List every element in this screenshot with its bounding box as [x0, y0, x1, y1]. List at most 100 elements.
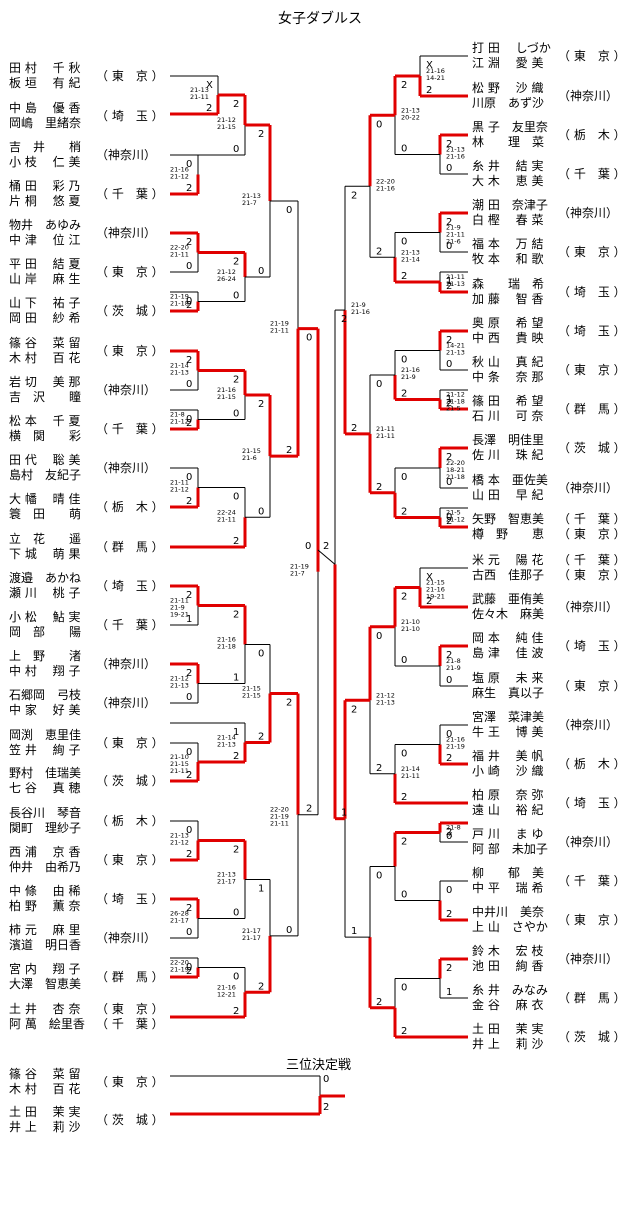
- player-name: 井 上 莉 沙: [9, 1120, 81, 1134]
- player-name: 木 村 百 花: [9, 1082, 81, 1096]
- prefecture: （神奈川）: [558, 600, 619, 614]
- player-name: 奥 原 希 望: [472, 316, 544, 330]
- player-name: 岡 本 純 佳: [472, 631, 544, 645]
- player-name: 金 谷 麻 衣: [472, 998, 544, 1012]
- score-label: 21-19: [170, 293, 189, 301]
- score-label: 22-20: [270, 806, 289, 814]
- player-name: 中井川 美奈: [472, 905, 545, 919]
- player-name: 福 井 美 帆: [472, 749, 544, 763]
- player-name: 福 本 万 結: [472, 237, 544, 251]
- score-label: 21-18: [446, 398, 465, 406]
- player-name: 中 條 由 稀: [9, 884, 81, 898]
- result-mark: 1: [446, 394, 452, 405]
- prefecture: （ 茨 城 ）: [558, 1030, 626, 1044]
- result-mark: 2: [186, 183, 192, 194]
- result-mark: 0: [306, 333, 312, 344]
- prefecture: （ 千 葉 ）: [558, 167, 626, 181]
- player-name: 田 村 千 秋: [9, 61, 81, 75]
- score-label: 21-13: [170, 682, 189, 690]
- result-mark: 2: [446, 909, 452, 920]
- player-name: 阿 萬 絵里香: [9, 1017, 85, 1031]
- result-mark: 0: [186, 159, 192, 170]
- player-name: 上 野 渚: [9, 649, 82, 663]
- player-name: 石 川 可 奈: [472, 409, 544, 423]
- result-mark: 2: [233, 375, 239, 386]
- player-name: 関町 理紗子: [9, 821, 82, 835]
- score-label: 21-12: [170, 173, 189, 181]
- player-name: 下 城 萌 果: [9, 547, 81, 561]
- score-label: 21-11: [170, 479, 189, 487]
- result-mark: 2: [258, 981, 264, 992]
- score-label: 21-12: [170, 675, 189, 683]
- prefecture: （ 東 京 ）: [558, 568, 626, 582]
- score-label: 12-21: [217, 990, 236, 998]
- player-name: 中 家 好 美: [9, 703, 81, 717]
- score-label: 21-11: [446, 273, 465, 281]
- player-name: 物井 あゆみ: [9, 218, 82, 232]
- score-label: 21-16: [170, 166, 189, 174]
- result-mark: 2: [186, 496, 192, 507]
- player-name: 篠 田 希 望: [472, 394, 544, 408]
- result-mark: 2: [186, 668, 192, 679]
- prefecture: （神奈川）: [96, 461, 157, 475]
- player-name: 黒 子 友里奈: [472, 120, 548, 134]
- score-label: 21-18: [170, 300, 189, 308]
- player-name: 麻生 真以子: [472, 686, 545, 700]
- player-name: 塩 原 未 来: [472, 671, 544, 685]
- score-label: 21-12: [170, 486, 189, 494]
- player-name: 橋 本 亜佐美: [472, 473, 548, 487]
- result-mark: 2: [186, 770, 192, 781]
- prefecture: （ 栃 木 ）: [96, 500, 164, 514]
- result-mark: 2: [323, 541, 329, 552]
- player-name: 井 上 莉 沙: [472, 1037, 544, 1051]
- player-name: 上 山 さやか: [472, 920, 548, 934]
- result-mark: 0: [446, 477, 452, 488]
- prefecture: （ 群 馬 ）: [96, 970, 164, 984]
- player-name: 松 本 千 夏: [9, 414, 81, 428]
- score-label: 21-8: [170, 411, 185, 419]
- result-mark: 1: [341, 808, 347, 819]
- result-mark: 0: [401, 472, 407, 483]
- result-mark: 2: [351, 190, 357, 201]
- player-name: 土 井 杏 奈: [9, 1002, 81, 1016]
- score-label: 21-12: [217, 116, 236, 124]
- player-name: 米 元 陽 花: [472, 553, 544, 567]
- score-label: 21-17: [242, 927, 261, 935]
- prefecture: （神奈川）: [558, 835, 619, 849]
- page-title: 女子ダブルス: [278, 11, 362, 27]
- result-mark: 0: [186, 962, 192, 973]
- prefecture: （神奈川）: [96, 383, 157, 397]
- prefecture: （神奈川）: [96, 226, 157, 240]
- score-label: 21-15: [217, 393, 236, 401]
- result-mark: 2: [426, 85, 432, 96]
- score-label: 21-13: [217, 871, 236, 879]
- score-label: 21-10: [401, 625, 420, 633]
- result-mark: 2: [233, 99, 239, 110]
- prefecture: （ 東 京 ）: [96, 265, 164, 279]
- result-mark: 2: [376, 482, 382, 493]
- player-name: 瀬 川 桃 子: [9, 586, 81, 600]
- player-name: 岩 切 美 那: [9, 375, 81, 389]
- player-name: 篠 谷 菜 留: [9, 1067, 81, 1081]
- player-name: 牧 本 和 歌: [472, 252, 544, 266]
- result-mark: 2: [401, 80, 407, 91]
- result-mark: 0: [376, 379, 382, 390]
- result-mark: 2: [341, 314, 347, 325]
- result-mark: 2: [446, 217, 452, 228]
- result-mark: 2: [376, 763, 382, 774]
- result-mark: 2: [446, 452, 452, 463]
- result-mark: 0: [258, 506, 264, 517]
- prefecture: （神奈川）: [96, 148, 157, 162]
- result-mark: 1: [186, 614, 192, 625]
- player-name: 鈴 木 宏 枝: [472, 944, 544, 958]
- player-name: 矢野 智恵美: [472, 512, 545, 526]
- score-label: 21-12: [446, 391, 465, 399]
- result-mark: 0: [186, 296, 192, 307]
- player-name: 大 幡 晴 佳: [9, 492, 81, 506]
- prefecture: （ 東 京 ）: [96, 1002, 164, 1016]
- result-mark: 2: [376, 997, 382, 1008]
- player-name: 松 野 沙 織: [472, 81, 544, 95]
- result-mark: 2: [351, 423, 357, 434]
- prefecture: （ 千 葉 ）: [96, 422, 164, 436]
- result-mark: 0: [258, 266, 264, 277]
